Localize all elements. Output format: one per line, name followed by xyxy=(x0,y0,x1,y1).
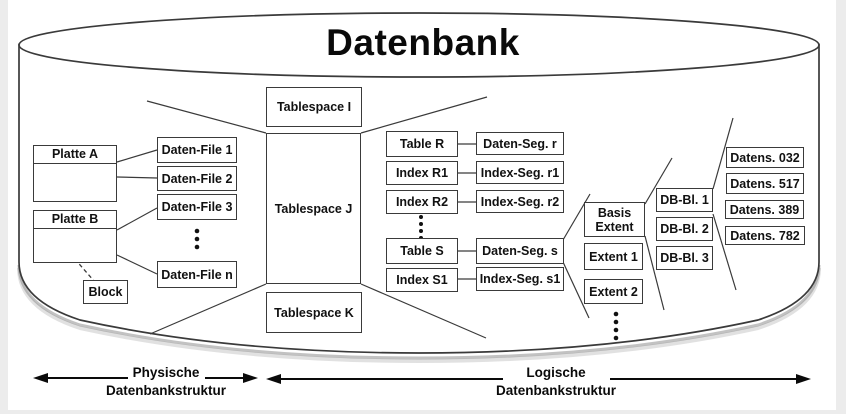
physical-structure-caption: Physische Datenbankstruktur xyxy=(96,364,236,400)
daten-seg-r-box: Daten-Seg. r xyxy=(476,132,564,155)
disk-a-label: Platte A xyxy=(34,146,116,164)
dbbl-fan-bottom xyxy=(712,213,737,291)
arrowhead-left xyxy=(266,374,281,384)
physical-range-arrow xyxy=(33,373,258,383)
index-s1-box: Index S1 xyxy=(386,268,458,292)
files-ellipsis xyxy=(194,228,200,250)
disk-b-to-filen xyxy=(116,254,158,275)
logical-structure-caption: Logische Datenbankstruktur xyxy=(466,364,646,400)
tablespace-k-box: Tablespace K xyxy=(266,292,362,333)
page-margin-right xyxy=(836,0,846,414)
extents-ellipsis xyxy=(613,311,619,341)
dbbl-fan-top xyxy=(712,117,734,190)
db-block-box: DB-Bl. 3 xyxy=(656,246,713,270)
extent-1-box: Extent 1 xyxy=(584,243,643,270)
arrowhead-right xyxy=(796,374,811,384)
extent-fan-top xyxy=(644,157,673,205)
extent-2-box: Extent 2 xyxy=(584,279,643,304)
db-block-box: DB-Bl. 2 xyxy=(656,217,713,241)
db-block-box: DB-Bl. 1 xyxy=(656,188,713,212)
cylinder-top-ellipse xyxy=(18,12,820,78)
basis-extent-box: Basis Extent xyxy=(584,202,645,237)
page-margin-left xyxy=(0,0,8,414)
disk-b-to-file3 xyxy=(116,207,158,231)
caption-line1: Logische xyxy=(526,365,586,380)
record-box: Datens. 782 xyxy=(725,226,805,245)
arrowhead-right xyxy=(243,373,258,383)
index-seg-r2-box: Index-Seg. r2 xyxy=(476,190,564,213)
disk-a-to-file2 xyxy=(116,176,158,179)
record-box: Datens. 032 xyxy=(726,147,804,168)
daten-seg-s-box: Daten-Seg. s xyxy=(476,238,564,264)
extent-fan-bottom xyxy=(644,235,665,311)
logical-range-arrow xyxy=(266,374,811,384)
tablespace-i-box: Tablespace I xyxy=(266,87,362,127)
index-seg-s1-box: Index-Seg. s1 xyxy=(476,267,564,291)
cylinder-shadow xyxy=(17,264,821,364)
daten-file-box: Daten-File n xyxy=(157,261,237,288)
index-seg-r1-box: Index-Seg. r1 xyxy=(476,161,564,184)
tsj-fan-left-top xyxy=(146,100,267,134)
caption-line2: Datenbankstruktur xyxy=(105,383,227,399)
tablespace-j-box: Tablespace J xyxy=(266,133,361,284)
segs-fan-top xyxy=(562,193,591,241)
disk-b-label: Platte B xyxy=(34,211,116,229)
tsj-fan-right-top xyxy=(360,96,488,134)
disk-b-box: Platte B xyxy=(33,210,117,263)
record-box: Datens. 517 xyxy=(726,173,804,194)
daten-file-box: Daten-File 1 xyxy=(157,137,237,163)
table-r-box: Table R xyxy=(386,131,458,157)
tsj-fan-right-bottom xyxy=(360,283,487,339)
disk-a-box: Platte A xyxy=(33,145,117,202)
diagram-title: Datenbank xyxy=(326,22,520,63)
tsj-fan-left-bottom xyxy=(149,283,267,335)
caption-line1: Physische xyxy=(132,365,200,380)
connector-lines xyxy=(116,96,737,339)
arrowhead-left xyxy=(33,373,48,383)
index-r2-box: Index R2 xyxy=(386,190,458,214)
record-box: Datens. 389 xyxy=(725,200,804,219)
block-box: Block xyxy=(83,280,128,304)
table-s-box: Table S xyxy=(386,238,458,264)
index-r1-box: Index R1 xyxy=(386,161,458,185)
page-margin-bottom xyxy=(0,410,846,414)
disk-a-to-file1 xyxy=(116,149,158,163)
segs-fan-bottom xyxy=(562,261,590,319)
daten-file-box: Daten-File 3 xyxy=(157,194,237,220)
caption-line2: Datenbankstruktur xyxy=(495,383,617,399)
daten-file-box: Daten-File 2 xyxy=(157,166,237,191)
